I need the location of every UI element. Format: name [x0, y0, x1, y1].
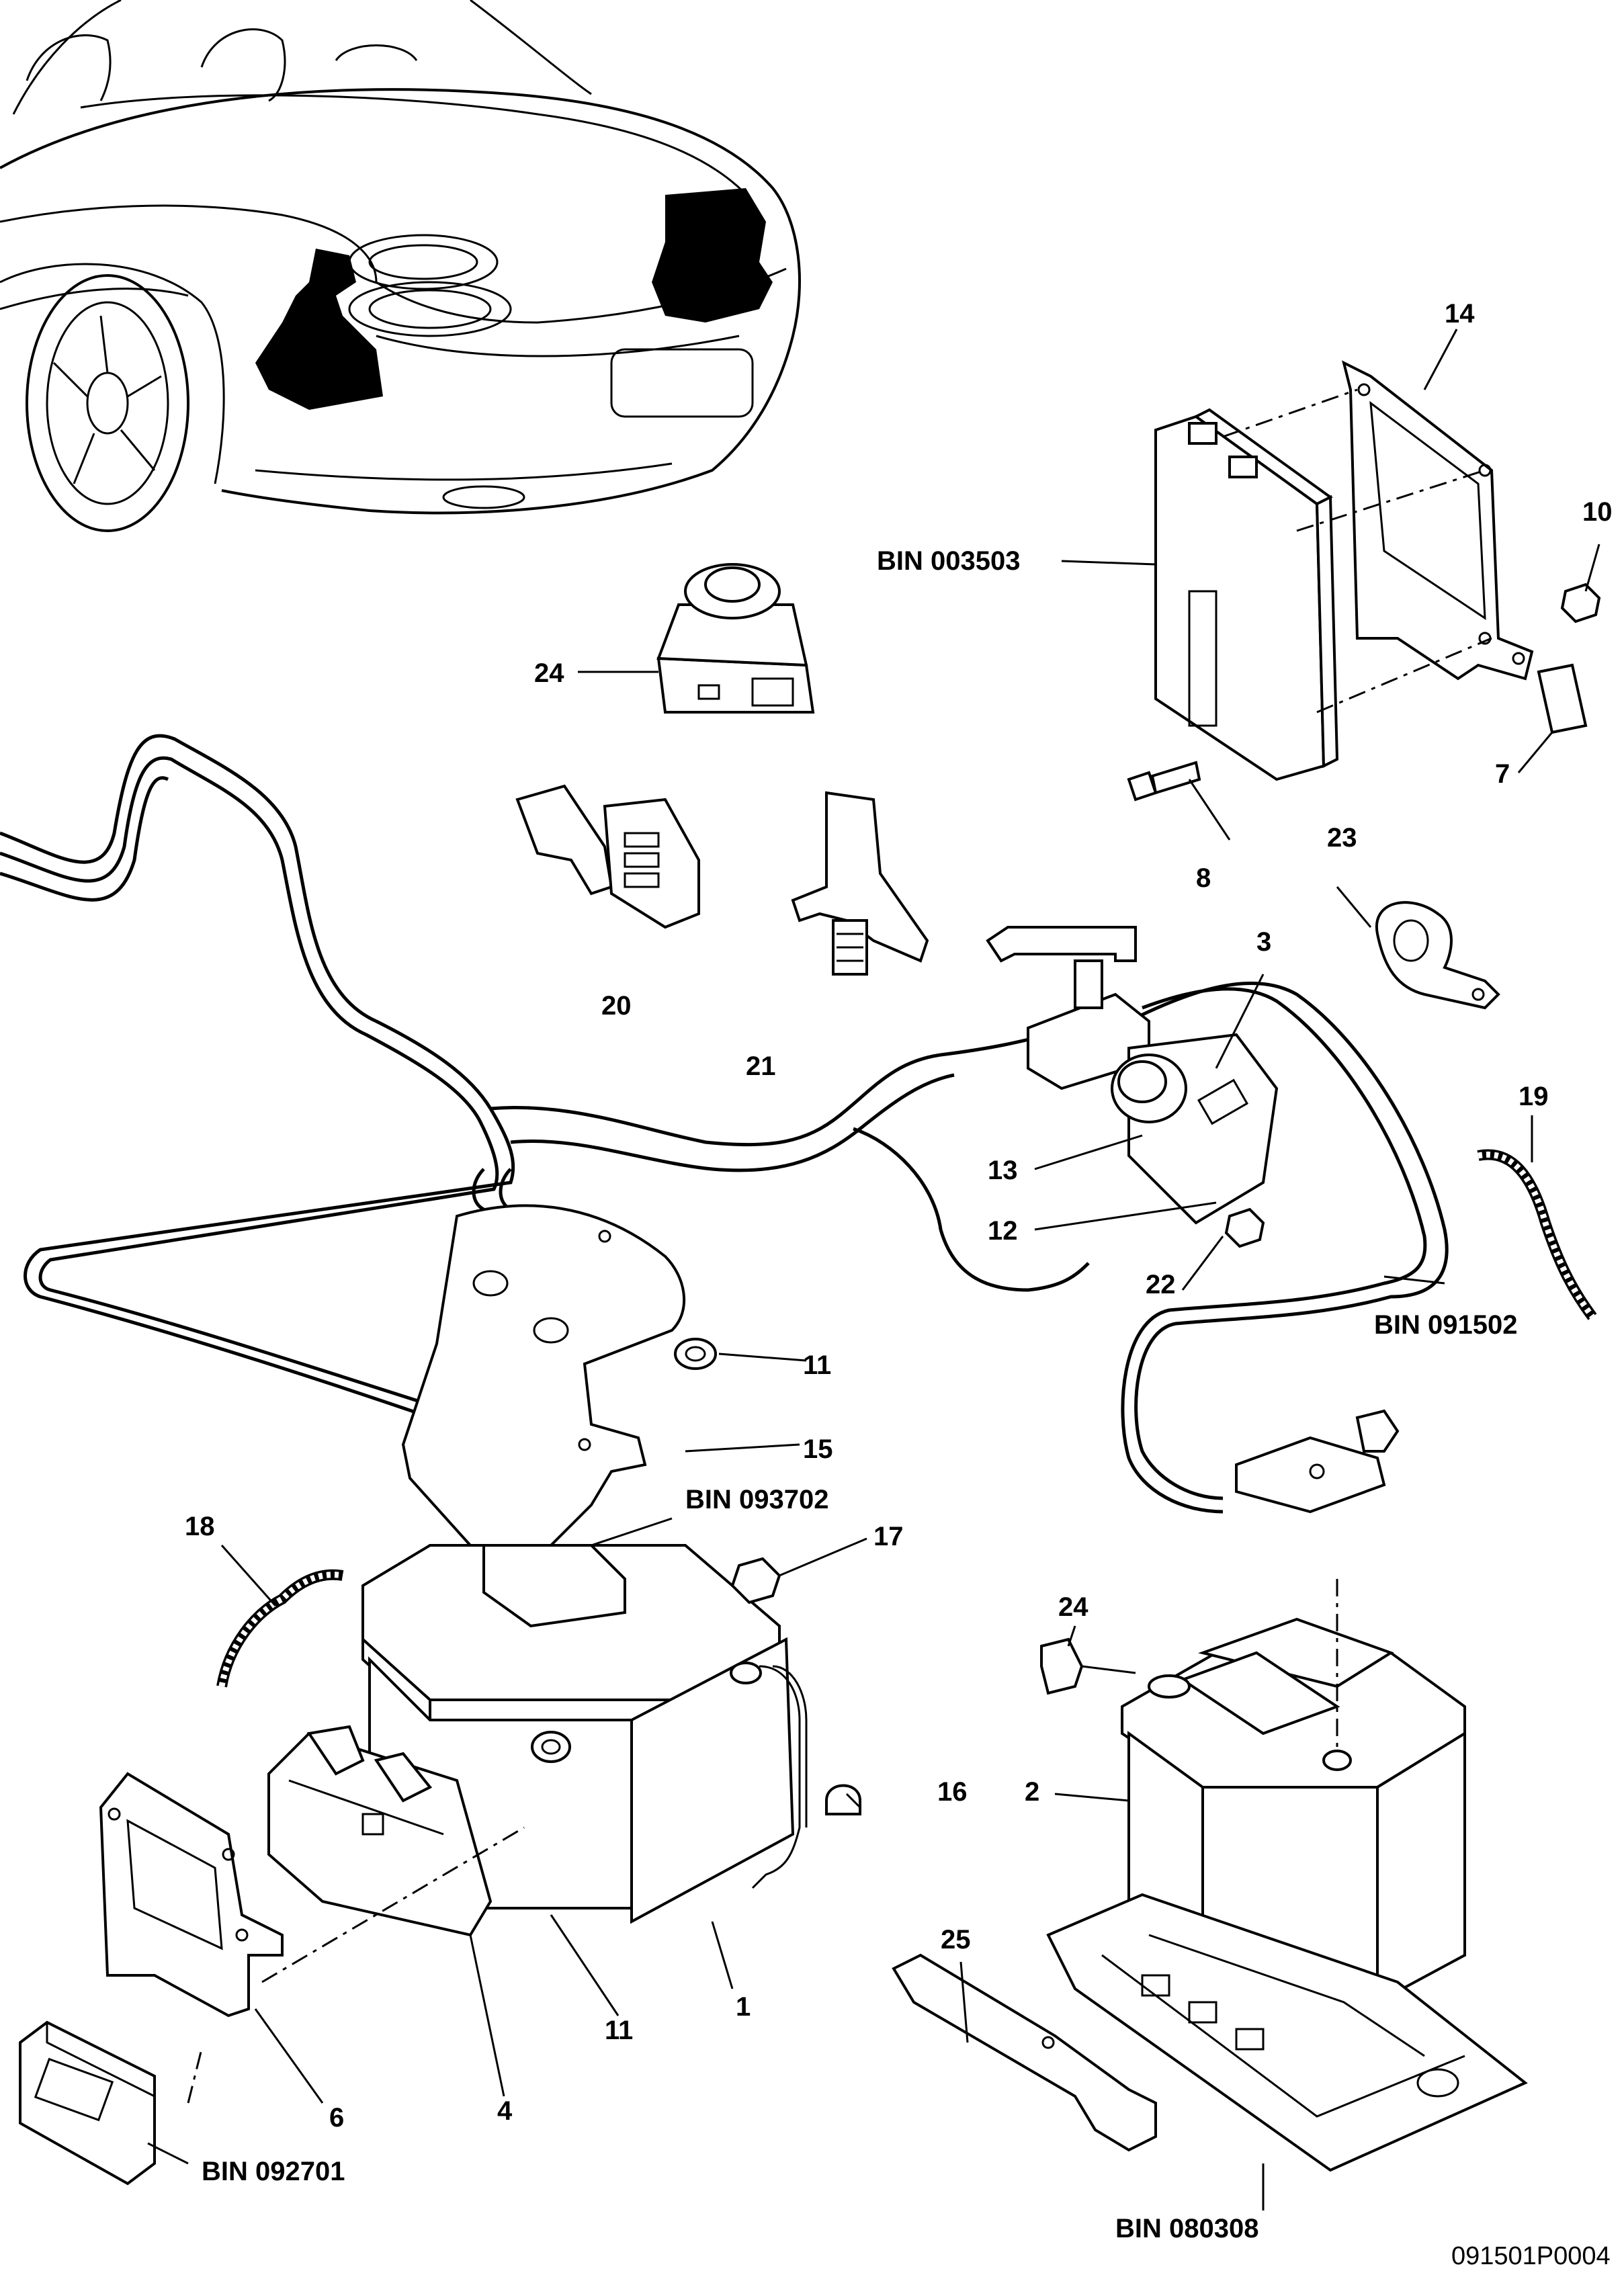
callout-21: 21: [746, 1051, 776, 1081]
leader-lines: [147, 329, 1600, 2210]
callout-24-top: 24: [534, 658, 564, 688]
callout-15: 15: [803, 1434, 833, 1464]
drawing-number: 091501P0004: [1451, 2242, 1611, 2270]
sensor-24-top: [656, 563, 815, 714]
battery-bracket-15: [401, 1204, 686, 1561]
pad-7: [1537, 663, 1588, 734]
callout-19: 19: [1519, 1082, 1549, 1111]
battery-1: [361, 1544, 808, 1924]
callout-16: 16: [937, 1777, 968, 1807]
callout-10: 10: [1582, 497, 1613, 527]
bin-label-092701: BIN 092701: [202, 2157, 345, 2186]
callout-7: 7: [1495, 759, 1510, 789]
p-clip-23: [1375, 901, 1500, 1010]
callout-8: 8: [1196, 863, 1211, 893]
car-rear-illustration: [0, 0, 801, 532]
bracket-6: [99, 1772, 284, 2018]
nut-10: [1560, 583, 1601, 624]
callout-13: 13: [988, 1156, 1018, 1185]
callout-3: 3: [1256, 927, 1271, 957]
terminal-24-lower: [1040, 1637, 1136, 1695]
bolt-8: [1127, 761, 1201, 802]
callout-23: 23: [1327, 823, 1357, 853]
bin-label-080308: BIN 080308: [1115, 2214, 1258, 2243]
bin-label-093702: BIN 093702: [685, 1485, 828, 1514]
bin-label-003503: BIN 003503: [877, 546, 1020, 576]
callout-20: 20: [601, 991, 632, 1021]
bin-label-091502: BIN 091502: [1374, 1310, 1517, 1340]
callout-14: 14: [1445, 299, 1475, 329]
battery-terminal-connector: [1235, 1409, 1400, 1514]
mounting-bracket-14: [1342, 360, 1534, 681]
ecu-module-003503: [1154, 408, 1339, 781]
grommet-11-upper: [674, 1338, 717, 1370]
callout-11-lower: 11: [605, 2016, 633, 2045]
harness-bracket: [986, 926, 1150, 1090]
nut-17: [730, 1557, 781, 1604]
module-092701: [19, 2020, 156, 2186]
callout-24-lower: 24: [1058, 1592, 1088, 1622]
callout-12: 12: [988, 1216, 1018, 1246]
callout-18: 18: [185, 1512, 215, 1541]
grommet-11-lower: [531, 1731, 571, 1763]
nut-22: [1224, 1207, 1265, 1248]
battery-tray-080308: [1046, 1893, 1528, 2172]
callout-11-upper: 11: [803, 1350, 831, 1380]
callout-22: 22: [1146, 1270, 1176, 1299]
callout-2: 2: [1025, 1777, 1039, 1807]
callout-4: 4: [497, 2096, 513, 2126]
cap-16: [825, 1784, 861, 1815]
clip-21: [791, 791, 929, 976]
callout-25: 25: [941, 1925, 971, 1954]
callout-17: 17: [873, 1522, 904, 1551]
clamp-25: [892, 1953, 1157, 2152]
clip-20: [515, 784, 700, 929]
tube-19: [1477, 1149, 1597, 1320]
callout-6: 6: [329, 2103, 344, 2133]
sensor-3: [1111, 1033, 1279, 1225]
tube-18: [216, 1569, 344, 1688]
callout-1: 1: [736, 1992, 751, 2022]
fuse-box-4: [267, 1725, 493, 1937]
